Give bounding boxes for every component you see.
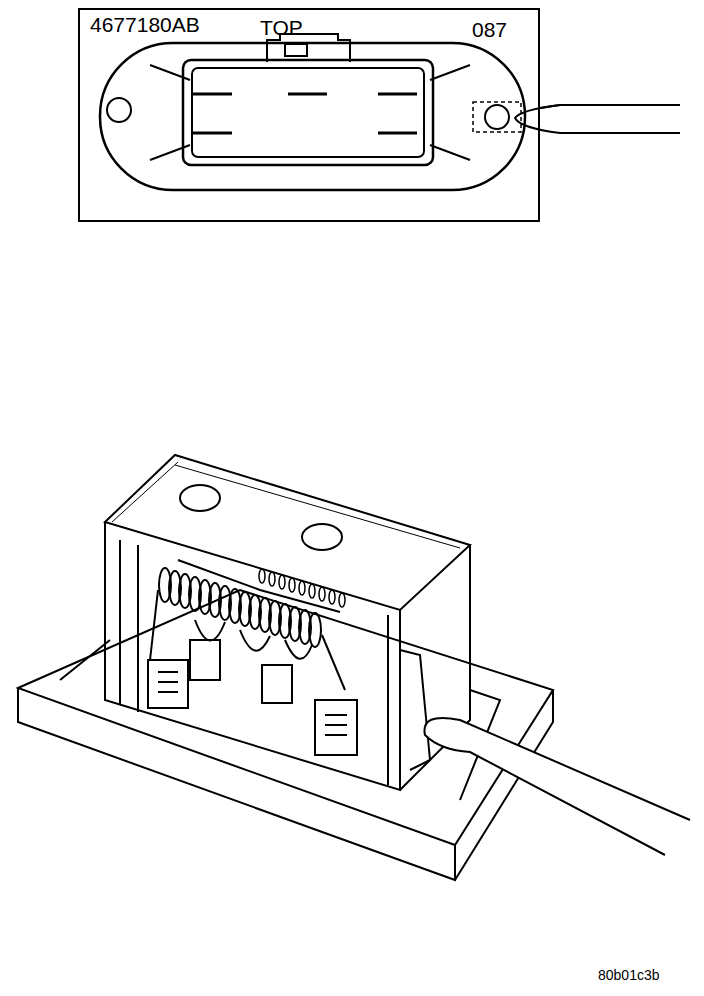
connector-view: [100, 34, 680, 190]
resistor-block-view: [18, 455, 690, 880]
figure-code: 80b01c3b: [598, 968, 660, 982]
part-marking: TOP: [260, 17, 303, 38]
part-marking: 4677180AB: [90, 14, 200, 35]
part-marking: 087: [472, 19, 507, 40]
label-box: 4677180AB TOP 087: [78, 8, 540, 222]
